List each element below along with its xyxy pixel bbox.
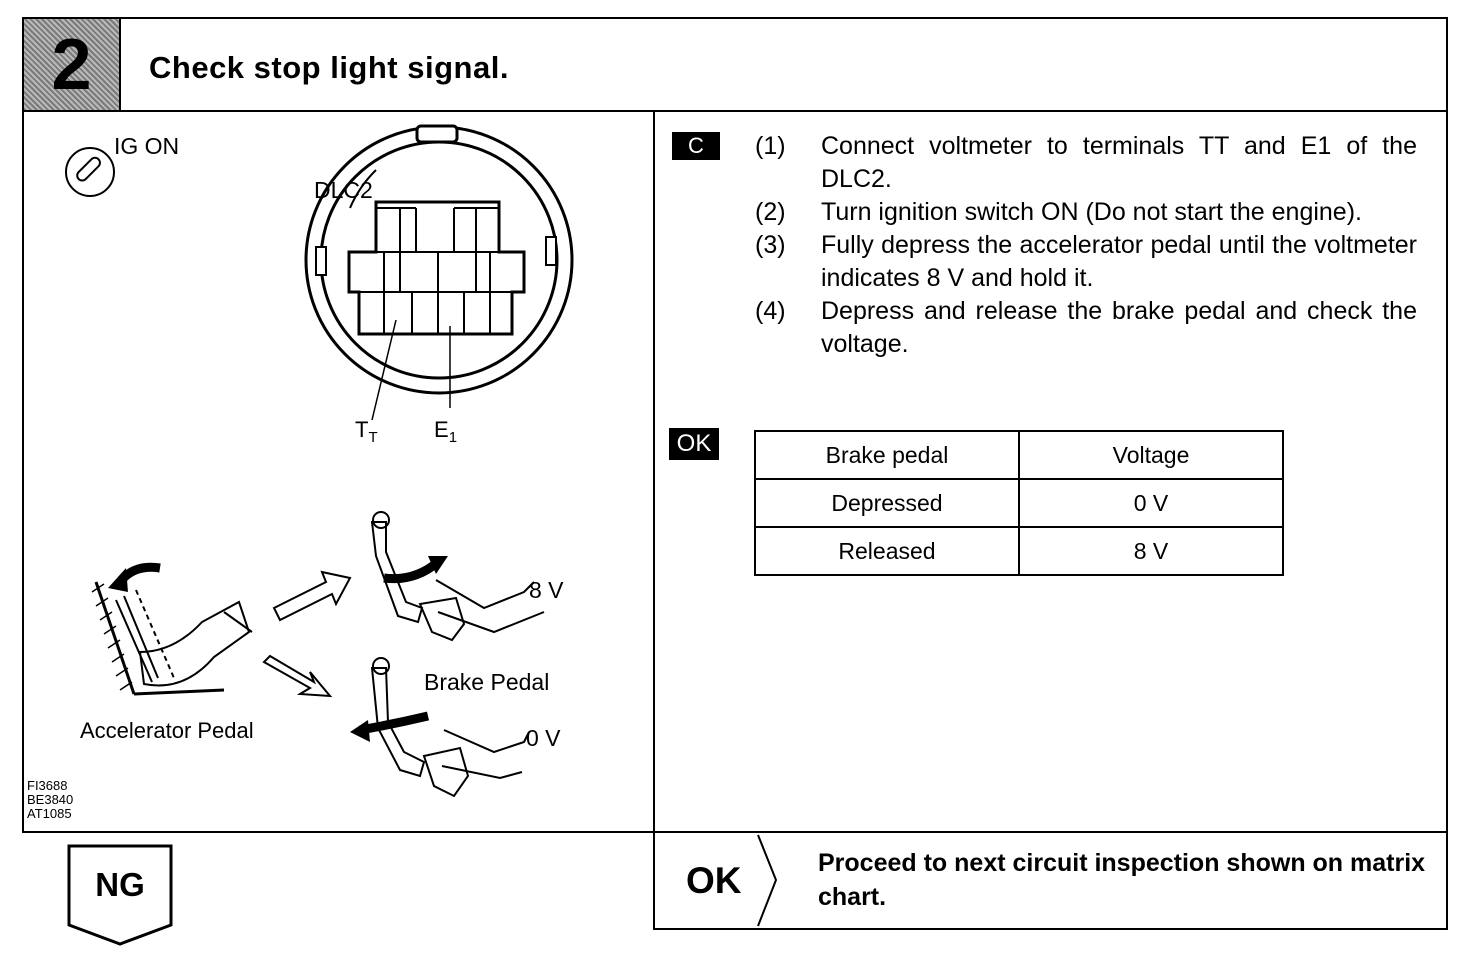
table-row: Depressed 0 V [754,478,1284,528]
terminal-e1-label: E1 [434,417,457,446]
table-row: Released 8 V [754,526,1284,576]
step-index: (4) [755,297,786,325]
figure-code: BE3840 [27,792,74,807]
chevron-right-icon [757,834,778,927]
step-number: 2 [51,24,92,105]
voltage-0v-label: 0 V [526,725,561,751]
procedure-step: (3) Fully depress the accelerator pedal … [755,229,1417,295]
illustration-panel: IG ON DLC2 TT E1 [24,112,653,832]
procedure-step: (4) Depress and release the brake pedal … [755,295,1417,361]
step-text: Depress and release the brake pedal and … [821,297,1417,358]
table-cell: 0 V [1018,478,1284,528]
step-index: (3) [755,231,786,259]
dlc2-connector-icon [304,124,574,421]
ig-on-label: IG ON [114,133,179,159]
procedure-steps: (1) Connect voltmeter to terminals TT an… [755,130,1417,361]
check-badge: C [672,132,720,160]
ignition-key-icon [65,147,115,197]
brake-pedal-label: Brake Pedal [424,669,549,695]
dlc2-label: DLC2 [314,177,373,203]
step-index: (2) [755,198,786,226]
table-header: Brake pedal [754,430,1020,480]
figure-code: AT1085 [27,806,72,821]
procedure-step: (1) Connect voltmeter to terminals TT an… [755,130,1417,196]
brake-pedal-depressed-icon [350,657,530,798]
brake-pedal-released-icon [370,511,545,642]
step-index: (1) [755,132,786,160]
step-text: Connect voltmeter to terminals TT and E1… [821,132,1417,193]
voltage-spec-table: Brake pedal Voltage Depressed 0 V Releas… [754,430,1284,576]
arrow-to-depressed-icon [262,654,333,698]
table-cell: Released [754,526,1020,576]
ok-spec-badge: OK [669,428,719,460]
ng-result-box [67,844,173,946]
ng-label: NG [95,866,145,903]
ok-label: OK [686,860,742,901]
step-text: Turn ignition switch ON (Do not start th… [821,198,1362,226]
step-number-box: 2 [24,19,121,110]
step-title: Check stop light signal. [149,50,509,85]
procedure-step: (2) Turn ignition switch ON (Do not star… [755,196,1417,229]
terminal-tt-label: TT [355,417,378,446]
panel-divider [653,111,655,833]
figure-code: FI3688 [27,778,68,793]
voltage-8v-label: 8 V [529,577,564,603]
step-header [22,17,1448,112]
step-text: Fully depress the accelerator pedal unti… [821,231,1417,292]
illustration-svg: IG ON DLC2 TT E1 [65,124,574,798]
accelerator-pedal-icon [91,562,253,696]
table-cell: 8 V [1018,526,1284,576]
accelerator-pedal-label: Accelerator Pedal [80,718,254,743]
figure-codes: FI3688 BE3840 AT1085 [27,779,73,821]
ok-result-row [653,831,1448,930]
arrow-to-released-icon [272,570,352,622]
table-header-row: Brake pedal Voltage [754,430,1284,480]
table-header: Voltage [1018,430,1284,480]
table-cell: Depressed [754,478,1020,528]
ok-instruction: Proceed to next circuit inspection shown… [818,849,1426,911]
